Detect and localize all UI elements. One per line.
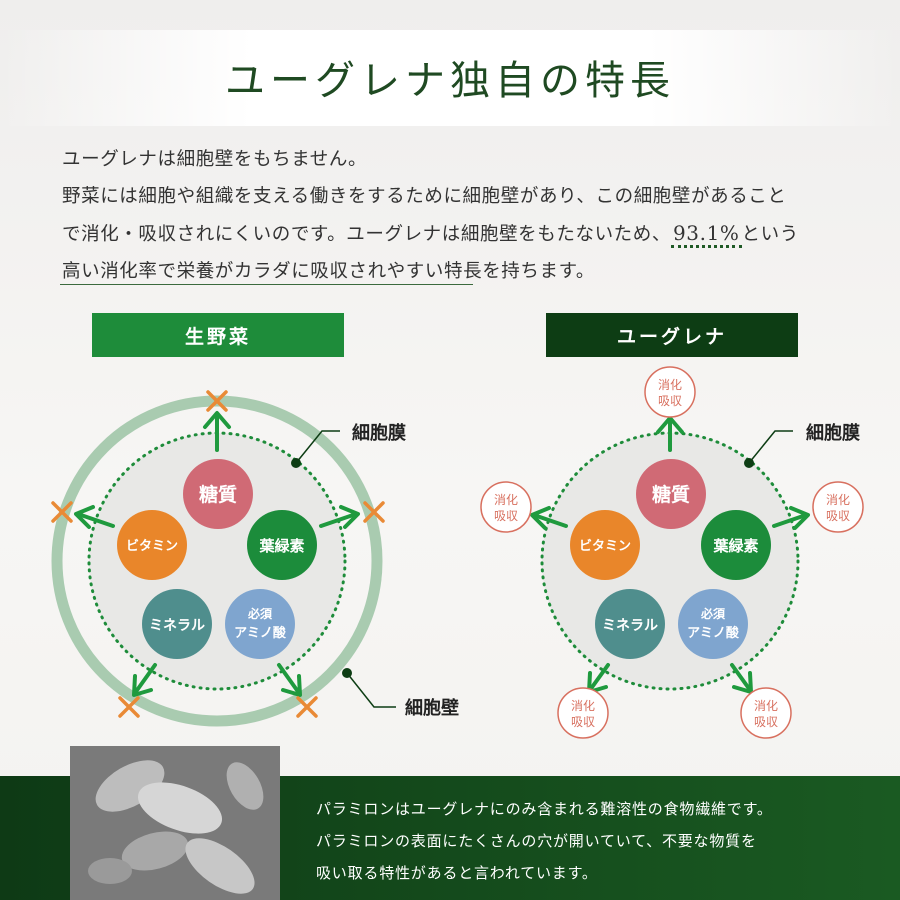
absorb-label-2: 吸収	[754, 715, 778, 729]
arrow-left	[532, 513, 568, 528]
absorb-label-2: 吸収	[571, 715, 595, 729]
callout-membrane-right: 細胞膜	[806, 422, 860, 444]
arrow-bottom-right-head	[281, 674, 302, 697]
nutrient-mineral	[142, 589, 212, 659]
absorb-badge: 消化 吸収	[812, 481, 864, 533]
page-title: ユーグレナ独自の特長	[225, 58, 675, 104]
nutrient-chlorophyll-label: 葉緑素	[258, 537, 304, 555]
arrow-right-head	[339, 505, 360, 529]
cross-icon	[118, 696, 140, 718]
absorb-label-1: 消化	[658, 378, 682, 392]
arrow-bottom-right	[730, 663, 752, 692]
nutrient-mineral-label: ミネラル	[149, 618, 205, 634]
nutrient-vitamin-label: ビタミン	[579, 538, 631, 554]
arrow-right	[772, 513, 808, 528]
absorb-label-2: 吸収	[494, 509, 518, 523]
cross-icon	[296, 696, 318, 718]
intro-line-3a: で消化・吸収されにくいのです。ユーグレナは細胞壁をもたないため、	[62, 224, 671, 245]
absorb-label-1: 消化	[754, 699, 778, 713]
nutrient-vitamin	[117, 510, 187, 580]
arrow-bottom-left	[588, 663, 610, 692]
absorb-badge: 消化 吸収	[740, 687, 792, 739]
nutrient-vitamin-label: ビタミン	[126, 538, 178, 554]
absorb-badge: 消化 吸収	[480, 481, 532, 533]
nutrient-chlorophyll	[247, 510, 317, 580]
intro-line-3: で消化・吸収されにくいのです。ユーグレナは細胞壁をもたないため、93.1%という	[62, 215, 862, 254]
intro-text: ユーグレナは細胞壁をもちません。 野菜には細胞や組織を支える働きをするために細胞…	[62, 142, 862, 290]
membrane-pointer-line	[295, 430, 340, 464]
intro-line-4: 高い消化率で栄養がカラダに吸収されやすい特長を持ちます。	[62, 260, 595, 282]
blocked-arrows	[74, 411, 360, 697]
arrow-right	[319, 512, 358, 528]
arrow-right-head	[789, 506, 810, 530]
nutrient-amino	[225, 589, 295, 659]
intro-line-1: ユーグレナは細胞壁をもちません。	[62, 149, 368, 170]
title-band	[0, 30, 900, 126]
nutrient-sugar	[183, 459, 253, 529]
bottom-line-2: パラミロンの表面にたくさんの穴が開いていて、不要な物質を	[316, 832, 757, 850]
absorb-label-2: 吸収	[658, 394, 682, 408]
absorb-label-1: 消化	[494, 493, 518, 507]
arrow-bottom-right-head	[732, 671, 753, 694]
absorb-label-1: 消化	[826, 493, 850, 507]
nutrient-sugar	[636, 459, 706, 529]
intro-line-3b: という	[741, 224, 799, 245]
raw-vegetable-cell: 糖質 ビタミン 葉緑素 ミネラル 必須 アミノ酸 細胞膜 細胞壁	[51, 390, 459, 727]
nutrient-chlorophyll	[701, 510, 771, 580]
callout-membrane-left: 細胞膜	[352, 422, 406, 444]
paramylon-micrograph	[70, 746, 280, 900]
paramylon-description: パラミロンはユーグレナにのみ含まれる難溶性の食物繊維です。 パラミロンの表面にた…	[316, 793, 876, 889]
euglena-cell: 消化 吸収 消化 吸収 消化 吸収 消化 吸収 消化 吸収 糖質 ビタミン 葉緑…	[480, 366, 864, 739]
nutrient-vitamin	[570, 510, 640, 580]
cross-icon	[206, 390, 228, 412]
arrow-bottom-left	[133, 663, 157, 695]
arrow-left-head	[74, 505, 95, 529]
arrow-up-head	[203, 411, 231, 429]
label-euglena: ユーグレナ	[546, 313, 798, 357]
bottom-line-3: 吸い取る特性があると言われています。	[316, 864, 598, 882]
nutrient-amino-label-2: アミノ酸	[234, 625, 287, 641]
nutrient-chlorophyll-label: 葉緑素	[712, 537, 758, 555]
nutrient-amino-label-1: 必須	[247, 606, 273, 621]
absorb-badge: 消化 吸収	[557, 687, 609, 739]
blocked-crosses	[51, 390, 385, 718]
bottom-line-1: パラミロンはユーグレナにのみ含まれる難溶性の食物繊維です。	[316, 800, 773, 818]
digestibility-percent: 93.1%	[670, 221, 742, 248]
arrow-left	[76, 512, 115, 528]
callout-wall: 細胞壁	[405, 697, 459, 719]
label-raw-vegetables: 生野菜	[92, 313, 344, 357]
nutrient-amino	[678, 589, 748, 659]
cross-icon	[363, 501, 385, 523]
intro-underline	[60, 284, 473, 285]
wall-pointer-line	[346, 672, 396, 708]
nutrient-sugar-label: 糖質	[199, 483, 237, 506]
nutrient-sugar-label: 糖質	[652, 483, 690, 506]
arrow-bottom-right	[277, 663, 301, 695]
absorb-label-1: 消化	[571, 699, 595, 713]
arrow-left-head	[530, 506, 551, 530]
nutrient-mineral	[595, 589, 665, 659]
nutrient-amino-label-2: アミノ酸	[687, 625, 740, 641]
arrow-up-head	[656, 416, 684, 434]
cross-icon	[51, 501, 73, 523]
absorb-label-2: 吸収	[826, 509, 850, 523]
absorb-badge: 消化 吸収	[644, 366, 696, 418]
arrow-bottom-left-head	[132, 674, 153, 697]
nutrient-amino-label-1: 必須	[700, 606, 726, 621]
nutrient-mineral-label: ミネラル	[602, 618, 658, 634]
membrane-pointer-line	[748, 430, 793, 464]
intro-line-2: 野菜には細胞や組織を支える働きをするために細胞壁があり、この細胞壁があること	[62, 185, 787, 207]
micrograph-image	[70, 746, 280, 900]
